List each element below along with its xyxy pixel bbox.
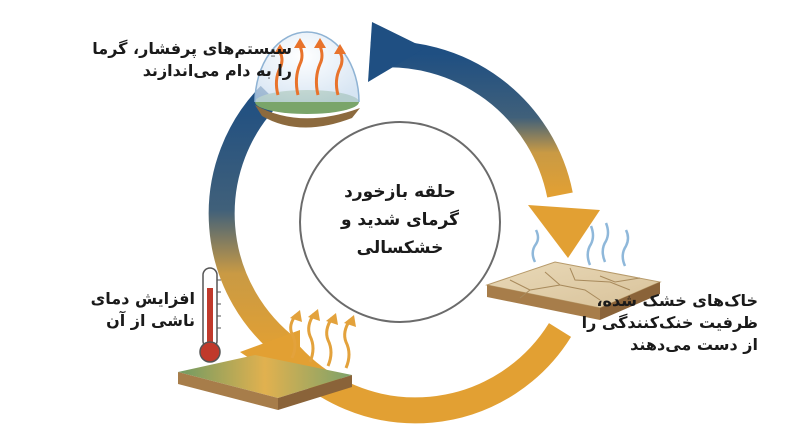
arrow-head-right bbox=[528, 205, 600, 258]
thermometer-icon bbox=[199, 267, 221, 363]
stage-label-line: افزایش دمای bbox=[90, 289, 195, 308]
stage-label-line: از دست می‌دهند bbox=[630, 335, 758, 354]
cracked-soil-icon bbox=[485, 222, 662, 320]
stage-label-line: ظرفیت خنک‌کنندگی را bbox=[581, 313, 758, 332]
center-title-line: حلقه بازخورد bbox=[344, 182, 456, 202]
center-title-line: خشکسالی bbox=[356, 238, 444, 258]
glass-dome-icon bbox=[254, 31, 360, 128]
stage-label-temperature-rise: افزایش دمای ناشی از آن bbox=[91, 288, 195, 332]
center-title: حلقه بازخورد گرمای شدید و خشکسالی bbox=[318, 178, 482, 262]
center-title-line: گرمای شدید و bbox=[340, 210, 460, 230]
arrow-head-top bbox=[368, 22, 425, 82]
stage-label-line: ناشی از آن bbox=[106, 311, 195, 330]
center-ring bbox=[299, 121, 501, 323]
cycle-arc-left bbox=[208, 85, 298, 361]
warm-ground-icon bbox=[178, 309, 356, 410]
stage-label-high-pressure: سیستم‌های پرفشار، گرما را به دام می‌اندا… bbox=[92, 38, 292, 82]
stage-label-line: خاک‌های خشک شده، bbox=[596, 291, 758, 310]
stage-label-line: سیستم‌های پرفشار، گرما bbox=[92, 39, 292, 58]
stage-label-line: را به دام می‌اندازند bbox=[142, 61, 292, 80]
stage-label-dry-soil: خاک‌های خشک شده، ظرفیت خنک‌کنندگی را از … bbox=[582, 290, 758, 356]
